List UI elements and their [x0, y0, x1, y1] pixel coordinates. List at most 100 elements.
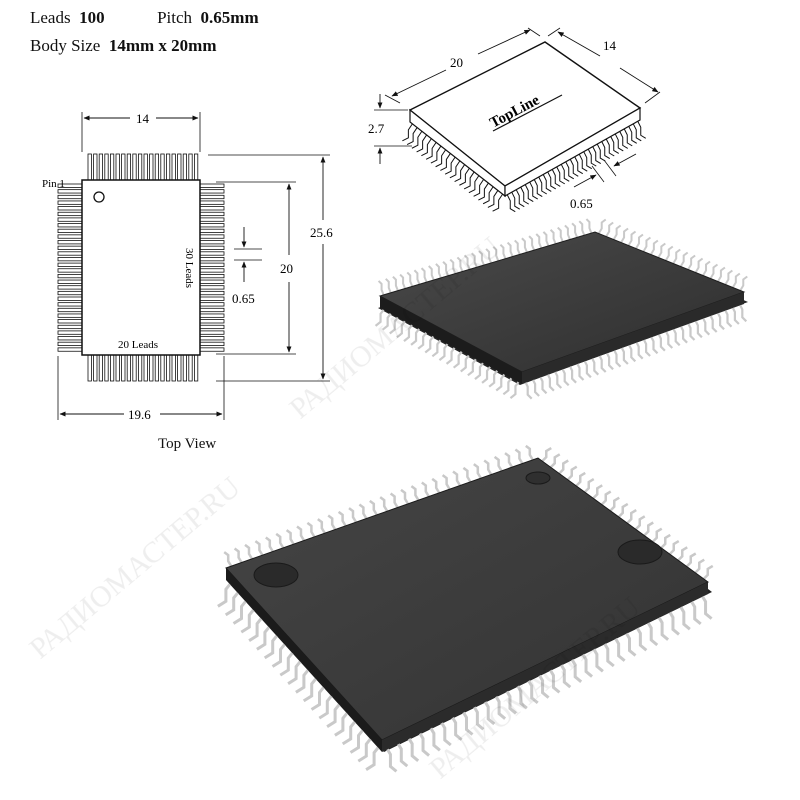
top-view-lead [199, 262, 225, 267]
top-view-lead [199, 200, 225, 205]
top-view-lead [57, 206, 83, 211]
big-chip-lead [271, 643, 286, 668]
pitch-value: 0.65mm [200, 8, 259, 27]
mid-chip-lead [557, 226, 564, 242]
mid-chip-lead [449, 258, 457, 274]
mid-chip-lead [591, 358, 600, 376]
top-view-lead [57, 296, 83, 301]
mid-chip-lead [554, 371, 563, 389]
top-view-lead [199, 183, 225, 188]
top-view-lead [199, 217, 225, 222]
top-view-lead [199, 273, 225, 279]
mid-chip-side-face [522, 292, 744, 384]
iso-lead [578, 153, 588, 172]
big-chip-lead [636, 627, 648, 652]
top-view-lead [93, 354, 98, 382]
big-chip-lead [306, 521, 316, 538]
big-chip-lead [592, 484, 603, 500]
iso-lead [492, 193, 504, 212]
big-chip-lead [549, 453, 561, 469]
dim-total-width-label: 19.6 [128, 407, 151, 422]
big-chip-lead [626, 509, 637, 524]
mid-chip-lead [460, 354, 470, 373]
top-view-lead [121, 153, 126, 181]
short-side-leads-label: 20 Leads [118, 339, 158, 351]
big-chip-lead [583, 478, 595, 493]
big-chip-lead [473, 706, 485, 731]
top-view-lead [57, 336, 83, 341]
mid-chip-lead [680, 326, 688, 344]
iso-lead [628, 126, 638, 144]
mid-chip-lead [396, 320, 406, 339]
mid-chip-lead [687, 254, 696, 271]
mid-chip-lead [628, 344, 637, 363]
big-chip-lead [318, 695, 333, 720]
top-view-lead [57, 319, 83, 324]
big-chip-lead [668, 611, 680, 636]
big-chip-lead [287, 660, 302, 685]
big-chip-lead [609, 496, 620, 512]
top-view-lead [199, 290, 225, 296]
mid-chip-lead [571, 222, 579, 238]
big-chip-lead [538, 674, 550, 699]
top-view-lead [199, 211, 225, 217]
dim-ext-line [527, 27, 541, 37]
mid-chip-lead [381, 313, 392, 331]
mid-chip-lead [471, 252, 478, 268]
big-chip-lead [600, 490, 612, 506]
top-view-lead [199, 296, 225, 301]
big-chip-lead [560, 664, 572, 689]
mid-chip-lead [535, 233, 543, 249]
top-view-lead [149, 153, 154, 181]
iso-lead [520, 186, 530, 205]
mid-chip-lead [403, 324, 413, 342]
mid-chip-lead [612, 224, 622, 241]
top-view-lead [177, 153, 182, 181]
top-view-lead [57, 290, 83, 296]
top-view-lead [87, 354, 92, 382]
top-view-lead [57, 211, 83, 217]
big-chip-lead [263, 634, 278, 660]
top-view-lead [57, 279, 83, 284]
top-view-lead [132, 153, 137, 181]
mid-chip-lead [717, 266, 726, 283]
top-view-lead [199, 324, 225, 330]
mid-chip-lead [585, 218, 593, 234]
big-chip-lead [581, 653, 593, 678]
mid-chip-lead [438, 343, 449, 361]
top-view-lead [57, 251, 83, 256]
iso-lead [473, 179, 485, 197]
mid-chip-lead [499, 243, 507, 260]
mid-chip-lead [665, 331, 674, 349]
iso-lead [406, 127, 418, 145]
big-chip-lead [462, 466, 472, 483]
top-view-lead [188, 354, 193, 382]
big-chip-lead [566, 465, 578, 481]
iso-lead [565, 161, 575, 180]
big-chip-lead [701, 595, 713, 620]
mid-chip-lead [549, 229, 557, 245]
iso-lead [632, 123, 642, 142]
mid-chip-lead [524, 382, 533, 400]
big-chip-lead [348, 507, 358, 523]
top-view-lead [104, 153, 109, 181]
iso-lead [533, 179, 543, 197]
mid-chip-lead [485, 248, 493, 264]
big-chip-lead [341, 720, 356, 746]
mid-chip-lead [650, 239, 659, 256]
mid-chip-lead [606, 352, 614, 371]
big-chip-back-leads [223, 444, 714, 580]
big-chip-top-face [225, 457, 709, 741]
dim-line [391, 69, 447, 97]
big-chip-lead [334, 712, 349, 737]
dim-ext-line [384, 94, 401, 104]
top-view-lead [199, 347, 225, 352]
iso-chip-side-face [504, 106, 641, 198]
mid-chip-lead [724, 310, 733, 328]
top-view-lead [57, 245, 83, 250]
iso-lead [444, 156, 456, 175]
iso-lead [506, 194, 516, 213]
big-chip-lead [254, 540, 264, 556]
big-chip-lead [223, 551, 233, 567]
dim-total-length-label: 25.6 [310, 225, 333, 240]
